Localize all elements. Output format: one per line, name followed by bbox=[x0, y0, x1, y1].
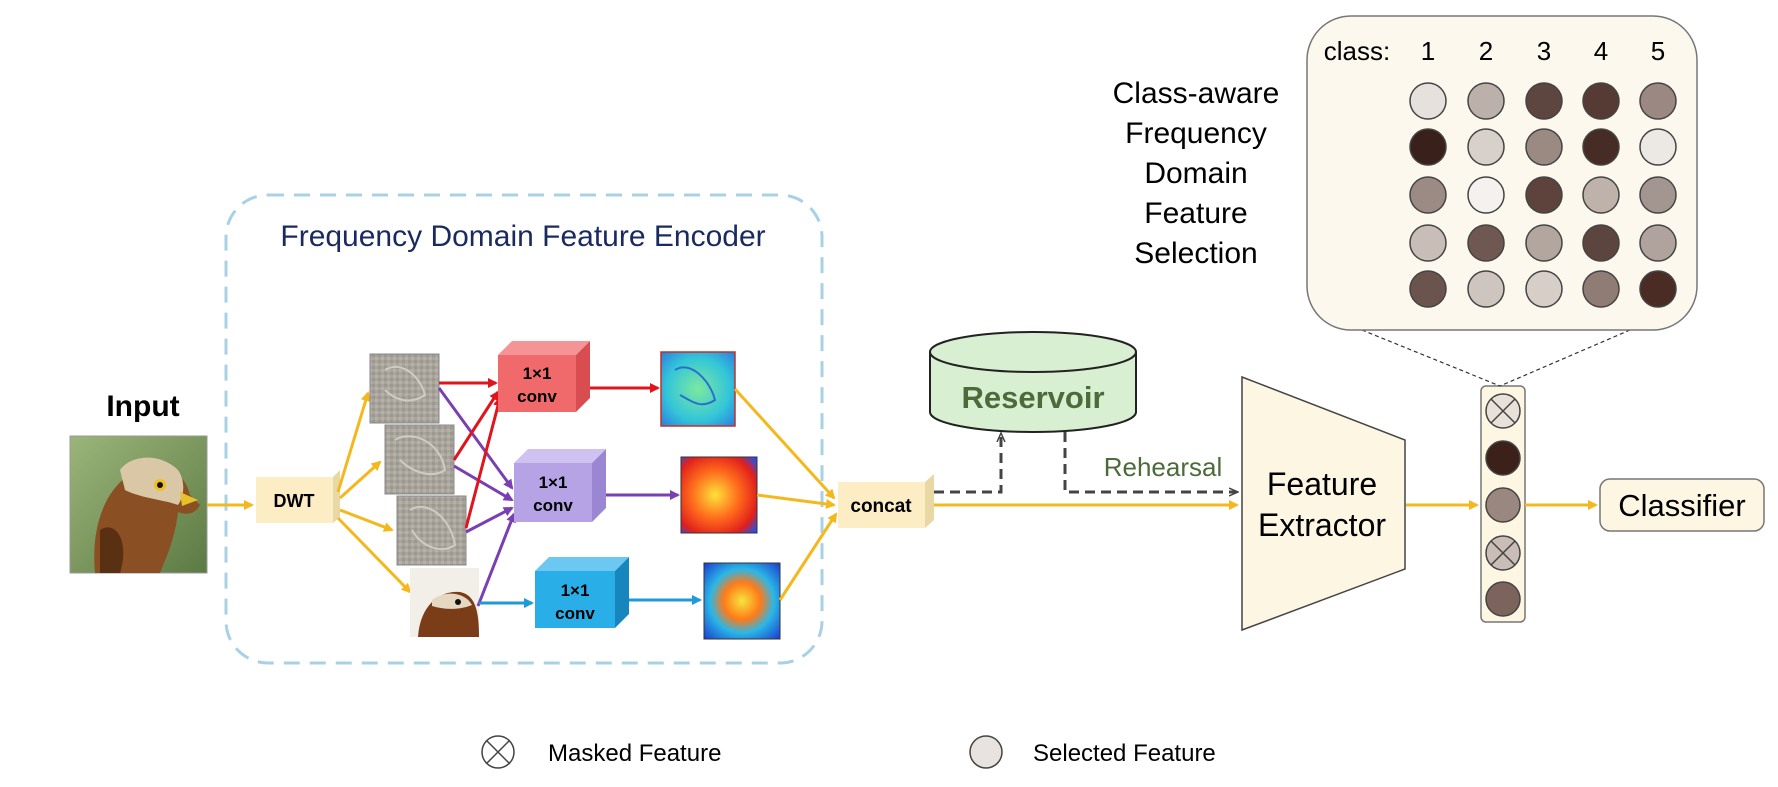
legend-masked: Masked Feature bbox=[481, 735, 721, 769]
rehearsal-label: Rehearsal bbox=[1104, 452, 1223, 482]
input-bird-image bbox=[69, 435, 208, 574]
matrix-cell-r3-c2 bbox=[1467, 176, 1505, 214]
conv-block-blue: 1×1 conv bbox=[535, 557, 629, 628]
masked-feature-icon bbox=[481, 735, 515, 769]
matrix-cell-r3-c1 bbox=[1409, 176, 1447, 214]
class-header-3: 3 bbox=[1537, 36, 1551, 66]
reservoir-label: Reservoir bbox=[961, 380, 1104, 415]
class-prefix: class: bbox=[1324, 36, 1390, 66]
feature-vector-cells bbox=[1485, 393, 1521, 617]
matrix-cell-r3-c4 bbox=[1582, 176, 1620, 214]
matrix-cell-r4-c3 bbox=[1525, 224, 1563, 262]
matrix-cell-r5-c5 bbox=[1639, 270, 1677, 308]
matrix-cell-r4-c2 bbox=[1467, 224, 1505, 262]
matrix-cell-r1-c3 bbox=[1525, 82, 1563, 120]
conv-red-label-bottom: conv bbox=[517, 387, 557, 406]
selection-title-line-4: Feature bbox=[1144, 197, 1247, 230]
matrix-cell-r2-c2 bbox=[1467, 128, 1505, 166]
selection-title-line-2: Frequency bbox=[1125, 117, 1267, 150]
selection-title-line-1: Class-aware bbox=[1113, 77, 1280, 110]
conv-block-red: 1×1 conv bbox=[498, 341, 590, 412]
class-header-1: 1 bbox=[1421, 36, 1435, 66]
conv-to-map-arrows bbox=[590, 383, 702, 605]
class-header-2: 2 bbox=[1479, 36, 1493, 66]
conv-purple-label-top: 1×1 bbox=[539, 473, 568, 492]
matrix-cell-r1-c4 bbox=[1582, 82, 1620, 120]
class-header-4: 4 bbox=[1594, 36, 1608, 66]
matrix-cell-r5-c3 bbox=[1525, 270, 1563, 308]
subband-image-ll bbox=[410, 568, 479, 637]
matrix-cell-r5-c2 bbox=[1467, 270, 1505, 308]
conv-blue-label-top: 1×1 bbox=[561, 581, 590, 600]
vector-cell-selected bbox=[1485, 581, 1521, 617]
matrix-cell-r2-c1 bbox=[1409, 128, 1447, 166]
extractor-line-2: Extractor bbox=[1258, 507, 1386, 543]
vector-cell-selected bbox=[1485, 440, 1521, 476]
matrix-cell-r3-c3 bbox=[1525, 176, 1563, 214]
matrix-cell-r2-c3 bbox=[1525, 128, 1563, 166]
vector-cell-masked bbox=[1485, 393, 1521, 429]
class-headers: 1 2 3 4 5 bbox=[1421, 36, 1665, 66]
matrix-cell-r4-c5 bbox=[1639, 224, 1677, 262]
matrix-cell-r1-c1 bbox=[1409, 82, 1447, 120]
matrix-cell-r1-c2 bbox=[1467, 82, 1505, 120]
selection-title: Class-aware Frequency Domain Feature Sel… bbox=[1113, 77, 1280, 270]
reservoir-cylinder: Reservoir bbox=[929, 331, 1137, 433]
feature-map-3 bbox=[703, 562, 781, 640]
class-header-5: 5 bbox=[1651, 36, 1665, 66]
concat-label: concat bbox=[850, 496, 912, 517]
selected-feature-icon bbox=[969, 735, 1003, 769]
rehearsal-dashed-arrows bbox=[934, 432, 1237, 492]
selection-matrix bbox=[1409, 82, 1677, 308]
conv-block-purple: 1×1 conv bbox=[514, 449, 606, 522]
feature-extractor-block: Feature Extractor bbox=[1241, 375, 1406, 632]
legend-selected-label: Selected Feature bbox=[1033, 740, 1216, 767]
conv-red-label-top: 1×1 bbox=[523, 364, 552, 383]
subband-to-conv-arrows bbox=[437, 378, 534, 608]
matrix-cell-r3-c5 bbox=[1639, 176, 1677, 214]
legend-masked-label: Masked Feature bbox=[548, 740, 721, 767]
dwt-output-arrows bbox=[336, 391, 412, 594]
classifier-block: Classifier bbox=[1599, 478, 1765, 532]
input-label: Input bbox=[106, 390, 179, 423]
subband-image-3 bbox=[396, 495, 467, 566]
conv-purple-label-bottom: conv bbox=[533, 496, 573, 515]
matrix-cell-r5-c1 bbox=[1409, 270, 1447, 308]
legend-selected: Selected Feature bbox=[969, 735, 1216, 769]
encoder-title: Frequency Domain Feature Encoder bbox=[280, 220, 765, 253]
matrix-cell-r4-c1 bbox=[1409, 224, 1447, 262]
selection-title-line-3: Domain bbox=[1144, 157, 1247, 190]
map-to-concat-arrows bbox=[733, 387, 838, 601]
extractor-line-1: Feature bbox=[1267, 466, 1377, 502]
selection-title-line-5: Selection bbox=[1134, 237, 1257, 270]
dwt-label: DWT bbox=[274, 491, 315, 511]
matrix-cell-r5-c4 bbox=[1582, 270, 1620, 308]
matrix-cell-r4-c4 bbox=[1582, 224, 1620, 262]
vector-cell-selected bbox=[1485, 487, 1521, 523]
encoder-frame bbox=[224, 193, 824, 665]
feature-map-1 bbox=[660, 351, 736, 427]
concat-block: concat bbox=[838, 474, 934, 528]
zoom-lines bbox=[1361, 329, 1631, 387]
subband-image-2 bbox=[384, 424, 455, 495]
matrix-cell-r2-c5 bbox=[1639, 128, 1677, 166]
vector-cell-masked bbox=[1485, 535, 1521, 571]
dwt-block: DWT bbox=[256, 470, 340, 523]
matrix-cell-r2-c4 bbox=[1582, 128, 1620, 166]
classifier-label: Classifier bbox=[1618, 488, 1745, 523]
conv-blue-label-bottom: conv bbox=[555, 604, 595, 623]
feature-map-2 bbox=[680, 456, 758, 534]
subband-image-1 bbox=[369, 353, 440, 424]
matrix-cell-r1-c5 bbox=[1639, 82, 1677, 120]
